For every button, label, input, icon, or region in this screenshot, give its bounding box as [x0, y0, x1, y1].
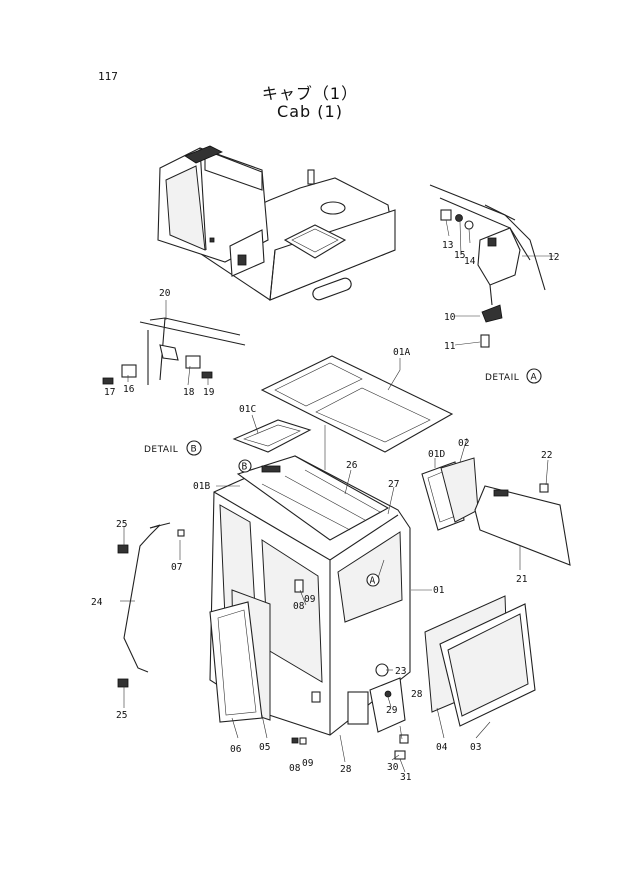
- page-number: 117: [98, 70, 118, 83]
- callout-01d: 01D: [428, 449, 445, 460]
- detail-b-label: DETAIL: [144, 445, 178, 455]
- callout-26: 26: [346, 460, 358, 471]
- detail-b-mark: B: [191, 445, 198, 455]
- callout-27: 27: [388, 479, 399, 490]
- callout-02: 02: [458, 438, 469, 449]
- marker-a: A: [370, 576, 376, 587]
- callout-03: 03: [470, 742, 481, 753]
- callout-13: 13: [442, 240, 453, 251]
- callout-25-upper: 25: [116, 519, 127, 530]
- callout-01: 01: [433, 585, 445, 596]
- machine-overview: [157, 145, 396, 301]
- callout-08-lower: 08: [289, 763, 301, 774]
- callout-04: 04: [436, 742, 448, 753]
- callout-25-lower: 25: [116, 710, 127, 721]
- callout-01c: 01C: [239, 404, 256, 415]
- window-seal-01c: [232, 419, 312, 453]
- detail-captions: DETAIL A DETAIL B: [144, 368, 542, 456]
- callout-01b: 01B: [193, 481, 210, 492]
- callout-19: 19: [203, 387, 215, 398]
- detail-a-label: DETAIL: [485, 373, 519, 383]
- callout-17: 17: [104, 387, 115, 398]
- title-english: Cab (1): [277, 102, 343, 121]
- detail-a-assembly: [429, 184, 546, 348]
- callout-30: 30: [387, 762, 399, 773]
- callout-21: 21: [516, 574, 528, 585]
- callout-18: 18: [183, 387, 195, 398]
- callout-09-lower: 09: [302, 758, 314, 769]
- handrail-24: [117, 522, 171, 688]
- callout-31: 31: [400, 772, 412, 783]
- callout-10: 10: [444, 312, 456, 323]
- callout-23: 23: [395, 666, 406, 677]
- callout-14: 14: [464, 256, 476, 267]
- callout-22: 22: [541, 450, 552, 461]
- callout-28-right: 28: [411, 689, 423, 700]
- side-panel-21: [474, 483, 571, 566]
- leader-lines: [108, 219, 555, 773]
- callout-24: 24: [91, 597, 103, 608]
- callout-06: 06: [230, 744, 242, 755]
- callout-12: 12: [548, 252, 559, 263]
- callout-11: 11: [444, 341, 456, 352]
- callout-29: 29: [386, 705, 398, 716]
- bolts-lower: [177, 529, 409, 760]
- callout-08-upper: 08: [293, 601, 305, 612]
- marker-b: B: [242, 462, 248, 473]
- title-japanese: キャブ（1）: [261, 84, 359, 103]
- callout-07: 07: [171, 562, 182, 573]
- door-seal-06: [209, 601, 263, 723]
- side-glass-03: [439, 603, 536, 727]
- callout-16: 16: [123, 384, 135, 395]
- callout-labels: 01A 01B 01C 01D 01 03 04 05 06 07 08 09 …: [91, 240, 559, 783]
- roof-liner-01a: [260, 355, 454, 453]
- callout-28-lower: 28: [340, 764, 352, 775]
- callout-05: 05: [259, 742, 270, 753]
- callout-20: 20: [159, 288, 171, 299]
- callout-01a: 01A: [393, 347, 410, 358]
- detail-a-mark: A: [531, 373, 538, 383]
- callout-09-upper: 09: [304, 594, 316, 605]
- callout-15: 15: [454, 250, 465, 261]
- detail-b-assembly: [102, 317, 246, 385]
